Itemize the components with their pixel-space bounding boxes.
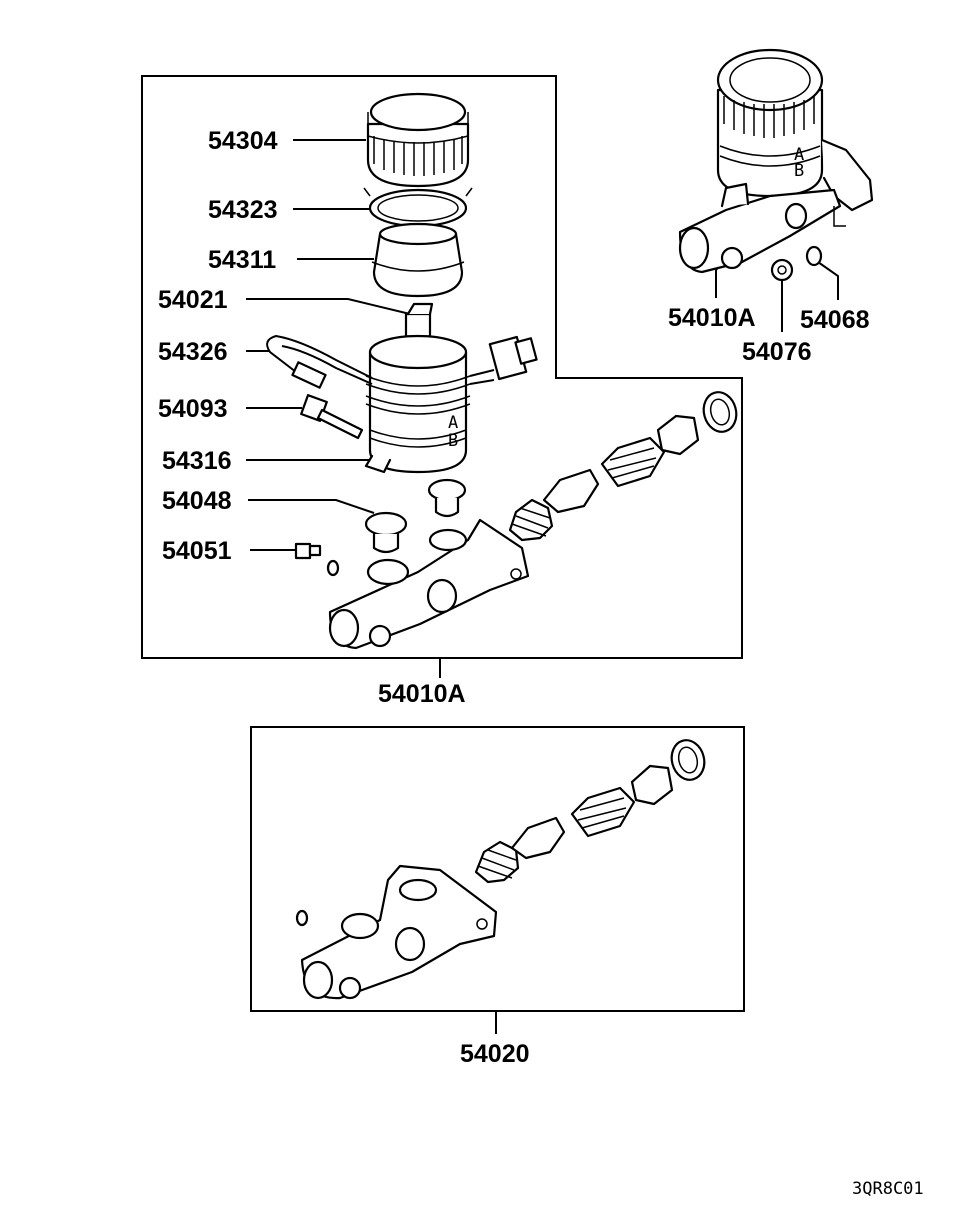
switch-harness [266, 334, 538, 389]
cap-gasket [363, 187, 473, 228]
master-cylinder-54020-frame [250, 726, 745, 1012]
assembly-54010a-frame [141, 75, 743, 659]
piston-set-upper [508, 391, 738, 542]
leader-lines [246, 139, 839, 1034]
label-54326: 54326 [158, 338, 228, 366]
label-54010a-top: 54010A [668, 304, 756, 332]
svg-text:A: A [794, 145, 804, 165]
svg-text:B: B [448, 431, 458, 451]
assembled-master-cylinder-top: A B [678, 48, 874, 274]
washer-54068 [805, 245, 823, 267]
label-54021: 54021 [158, 286, 228, 314]
label-54068: 54068 [800, 306, 870, 334]
label-54316: 54316 [162, 447, 232, 475]
svg-text:B: B [794, 161, 804, 181]
label-54323: 54323 [208, 196, 278, 224]
nut-54076 [770, 258, 794, 282]
cylinder-body-upper [328, 518, 530, 650]
piston-set-lower [474, 739, 706, 884]
reservoir-grommets [364, 478, 467, 554]
label-54010a-bottom: 54010A [378, 680, 466, 708]
label-54051: 54051 [162, 537, 232, 565]
label-54093: 54093 [158, 395, 228, 423]
master-cylinder-body [295, 864, 498, 1000]
label-54311: 54311 [208, 246, 276, 274]
label-54076: 54076 [742, 338, 812, 366]
reservoir-cap [366, 92, 470, 188]
reservoir-bolt [300, 394, 364, 440]
svg-text:A: A [448, 413, 458, 433]
label-54304: 54304 [208, 127, 278, 155]
reference-code: 3QR8C01 [852, 1179, 924, 1199]
bleeder-screw [294, 542, 340, 577]
fluid-reservoir: A B [364, 334, 471, 474]
reservoir-strainer [371, 222, 465, 298]
label-54020: 54020 [460, 1040, 530, 1068]
label-54048: 54048 [162, 487, 232, 515]
